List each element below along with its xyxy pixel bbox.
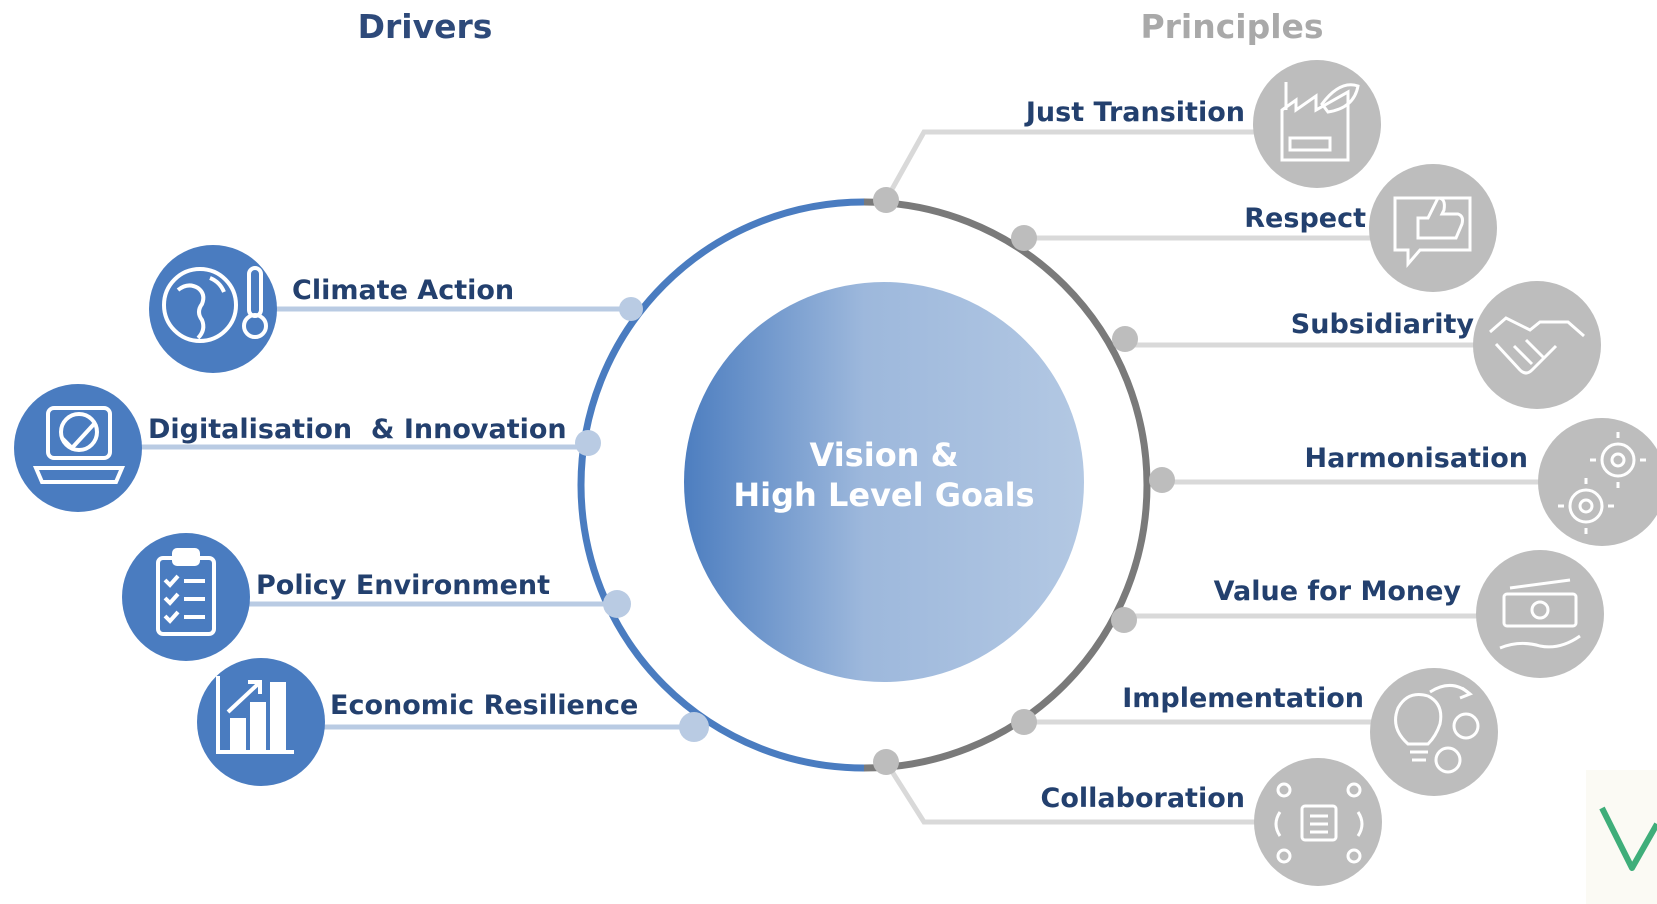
bar-chart-growth-icon (216, 676, 294, 754)
logo-watermark (1586, 770, 1657, 904)
globe-thermometer-icon (162, 266, 268, 343)
principle-value-for-money: Value for Money (1111, 550, 1604, 678)
driver-label: Digitalisation & Innovation (148, 414, 567, 445)
principle-subsidiarity: Subsidiarity (1112, 281, 1601, 409)
driver-climate-action: Climate Action (149, 245, 643, 373)
connector-dot (603, 590, 631, 618)
handshake-icon (1489, 316, 1585, 375)
drivers-heading: Drivers (358, 7, 493, 46)
principle-label: Subsidiarity (1291, 309, 1475, 340)
principle-harmonisation: Harmonisation (1149, 418, 1657, 546)
connector-dot (1011, 225, 1037, 251)
principle-label: Respect (1244, 203, 1366, 234)
money-hand-icon (1499, 578, 1581, 650)
principle-implementation: Implementation (1011, 668, 1498, 796)
connector-dot (1111, 607, 1137, 633)
center-circle (684, 282, 1084, 682)
connector-dot (1011, 709, 1037, 735)
connector-dot (619, 297, 643, 321)
principle-collaboration: Collaboration (873, 749, 1382, 886)
factory-leaf-icon (1280, 82, 1360, 162)
connector-dot (679, 712, 709, 742)
principles-arc (863, 198, 1151, 772)
principle-label: Value for Money (1214, 576, 1462, 607)
principle-respect: Respect (1011, 164, 1497, 292)
connector-dot (575, 430, 601, 456)
people-network-icon (1274, 782, 1364, 864)
principle-label: Harmonisation (1304, 443, 1528, 474)
driver-economic-resilience: Economic Resilience (197, 658, 709, 786)
gears-icon (1558, 432, 1646, 534)
thumbs-up-speech-icon (1393, 196, 1472, 269)
principle-label: Implementation (1122, 683, 1364, 714)
drivers-arc (577, 198, 865, 772)
principle-label: Just Transition (1024, 97, 1245, 128)
driver-policy-environment: Policy Environment (122, 533, 631, 661)
clipboard-checklist-icon (156, 548, 216, 636)
connector-dot (873, 187, 899, 213)
connector-dot (873, 749, 899, 775)
laptop-check-icon (32, 406, 126, 484)
driver-label: Policy Environment (256, 570, 550, 601)
principle-just-transition: Just Transition (873, 60, 1381, 213)
driver-digitalisation-innovation: Digitalisation & Innovation (14, 384, 601, 512)
principles-heading: Principles (1140, 7, 1323, 46)
lightbulb-gears-icon (1394, 684, 1480, 774)
connector-dot (1112, 326, 1138, 352)
driver-label: Economic Resilience (330, 690, 638, 721)
connector-dot (1149, 467, 1175, 493)
driver-label: Climate Action (292, 275, 514, 306)
center-title-line2: High Level Goals (733, 476, 1034, 514)
center-title-line1: Vision & (810, 436, 959, 474)
principle-label: Collaboration (1041, 783, 1245, 814)
